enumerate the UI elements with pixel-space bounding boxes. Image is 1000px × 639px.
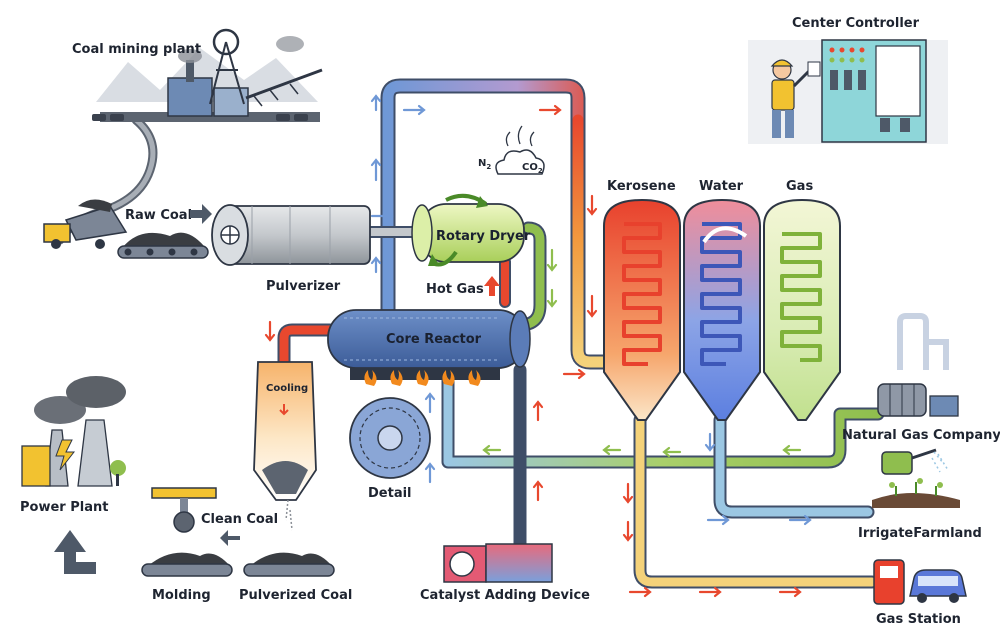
smoke-cloud-icon [495, 125, 545, 175]
catalyst-adding-device-label: Catalyst Adding Device [420, 588, 590, 603]
detail-label: Detail [368, 486, 412, 501]
raw-coal-label: Raw Coal [125, 208, 192, 223]
clean-coal-arrow-icon [220, 530, 240, 546]
gas-tank [763, 198, 841, 421]
clean-coal-label: Clean Coal [201, 512, 278, 527]
pipe-network [277, 78, 885, 589]
co2-label: CO2 [522, 162, 543, 175]
pulverizer-label: Pulverizer [266, 279, 341, 294]
pulverized-coal-label: Pulverized Coal [239, 588, 352, 603]
watering-can-icon [872, 448, 960, 508]
flow-arrows [264, 94, 812, 598]
gas-label: Gas [786, 179, 813, 194]
natural-gas-company-label: Natural Gas Company [842, 428, 1000, 443]
gas-station-label: Gas Station [876, 612, 961, 627]
n2-label: N2 [478, 158, 491, 171]
hot-gas-arrow-icon [484, 276, 500, 296]
car-icon [909, 569, 967, 603]
pulverizer-drum-icon [211, 204, 371, 266]
water-tank [683, 198, 761, 421]
molding-label: Molding [152, 588, 211, 603]
power-plant-label: Power Plant [20, 500, 108, 515]
conveyor-coal-icon [141, 552, 335, 577]
hot-gas-label: Hot Gas [426, 282, 484, 297]
raw-coal-arrow-icon [190, 204, 212, 224]
molding-press-icon [151, 487, 217, 533]
irrigate-farmland-label: IrrigateFarmland [858, 526, 982, 541]
rotary-dryer-label: Rotary Dryer [436, 229, 531, 244]
power-plant-icon [21, 376, 126, 487]
core-reactor-label: Core Reactor [386, 332, 482, 347]
detail-wheel-icon [349, 397, 431, 479]
core-reactor-icon [327, 309, 531, 380]
kerosene-label: Kerosene [607, 179, 676, 194]
coal-mining-plant-label: Coal mining plant [72, 42, 201, 57]
cooling-tower-icon [253, 361, 317, 531]
conveyor-coal-icon [117, 232, 209, 259]
operator-icon [770, 59, 821, 138]
gas-tank-icon [877, 313, 959, 417]
kerosene-tank [603, 198, 681, 421]
center-controller-label: Center Controller [792, 16, 920, 31]
dump-truck-icon [43, 199, 128, 249]
return-arrow-icon [54, 530, 96, 574]
rotary-dryer-icon [411, 193, 525, 267]
catalyst-device-icon [443, 543, 553, 583]
flame-icon [364, 370, 481, 386]
water-label: Water [699, 179, 744, 194]
fuel-pump-icon [873, 559, 905, 605]
cooling-label: Cooling [266, 383, 308, 394]
